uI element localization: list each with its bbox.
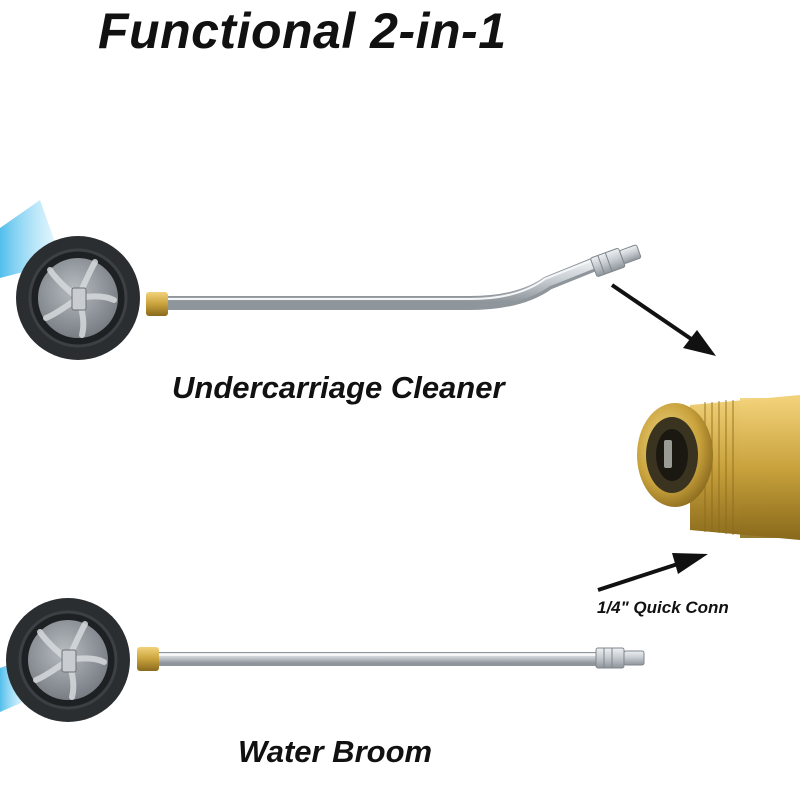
undercarriage-cleaner-label: Undercarriage Cleaner <box>172 370 505 405</box>
quick-connect-plug-icon <box>590 244 642 277</box>
arrow-up-right-icon <box>597 553 708 592</box>
brass-quick-connector-icon <box>637 395 800 540</box>
arrow-down-right-icon <box>610 283 716 356</box>
page-title: Functional 2-in-1 <box>98 3 507 59</box>
brass-coupling-icon <box>146 292 168 316</box>
undercarriage-cleaner-wand-icon <box>0 200 642 360</box>
brass-coupling-icon <box>137 647 159 671</box>
quick-connect-plug-icon <box>595 647 645 669</box>
quick-connect-label: 1/4" Quick Conn <box>597 598 729 617</box>
water-broom-wand-icon <box>0 598 645 722</box>
water-broom-label: Water Broom <box>238 734 433 769</box>
